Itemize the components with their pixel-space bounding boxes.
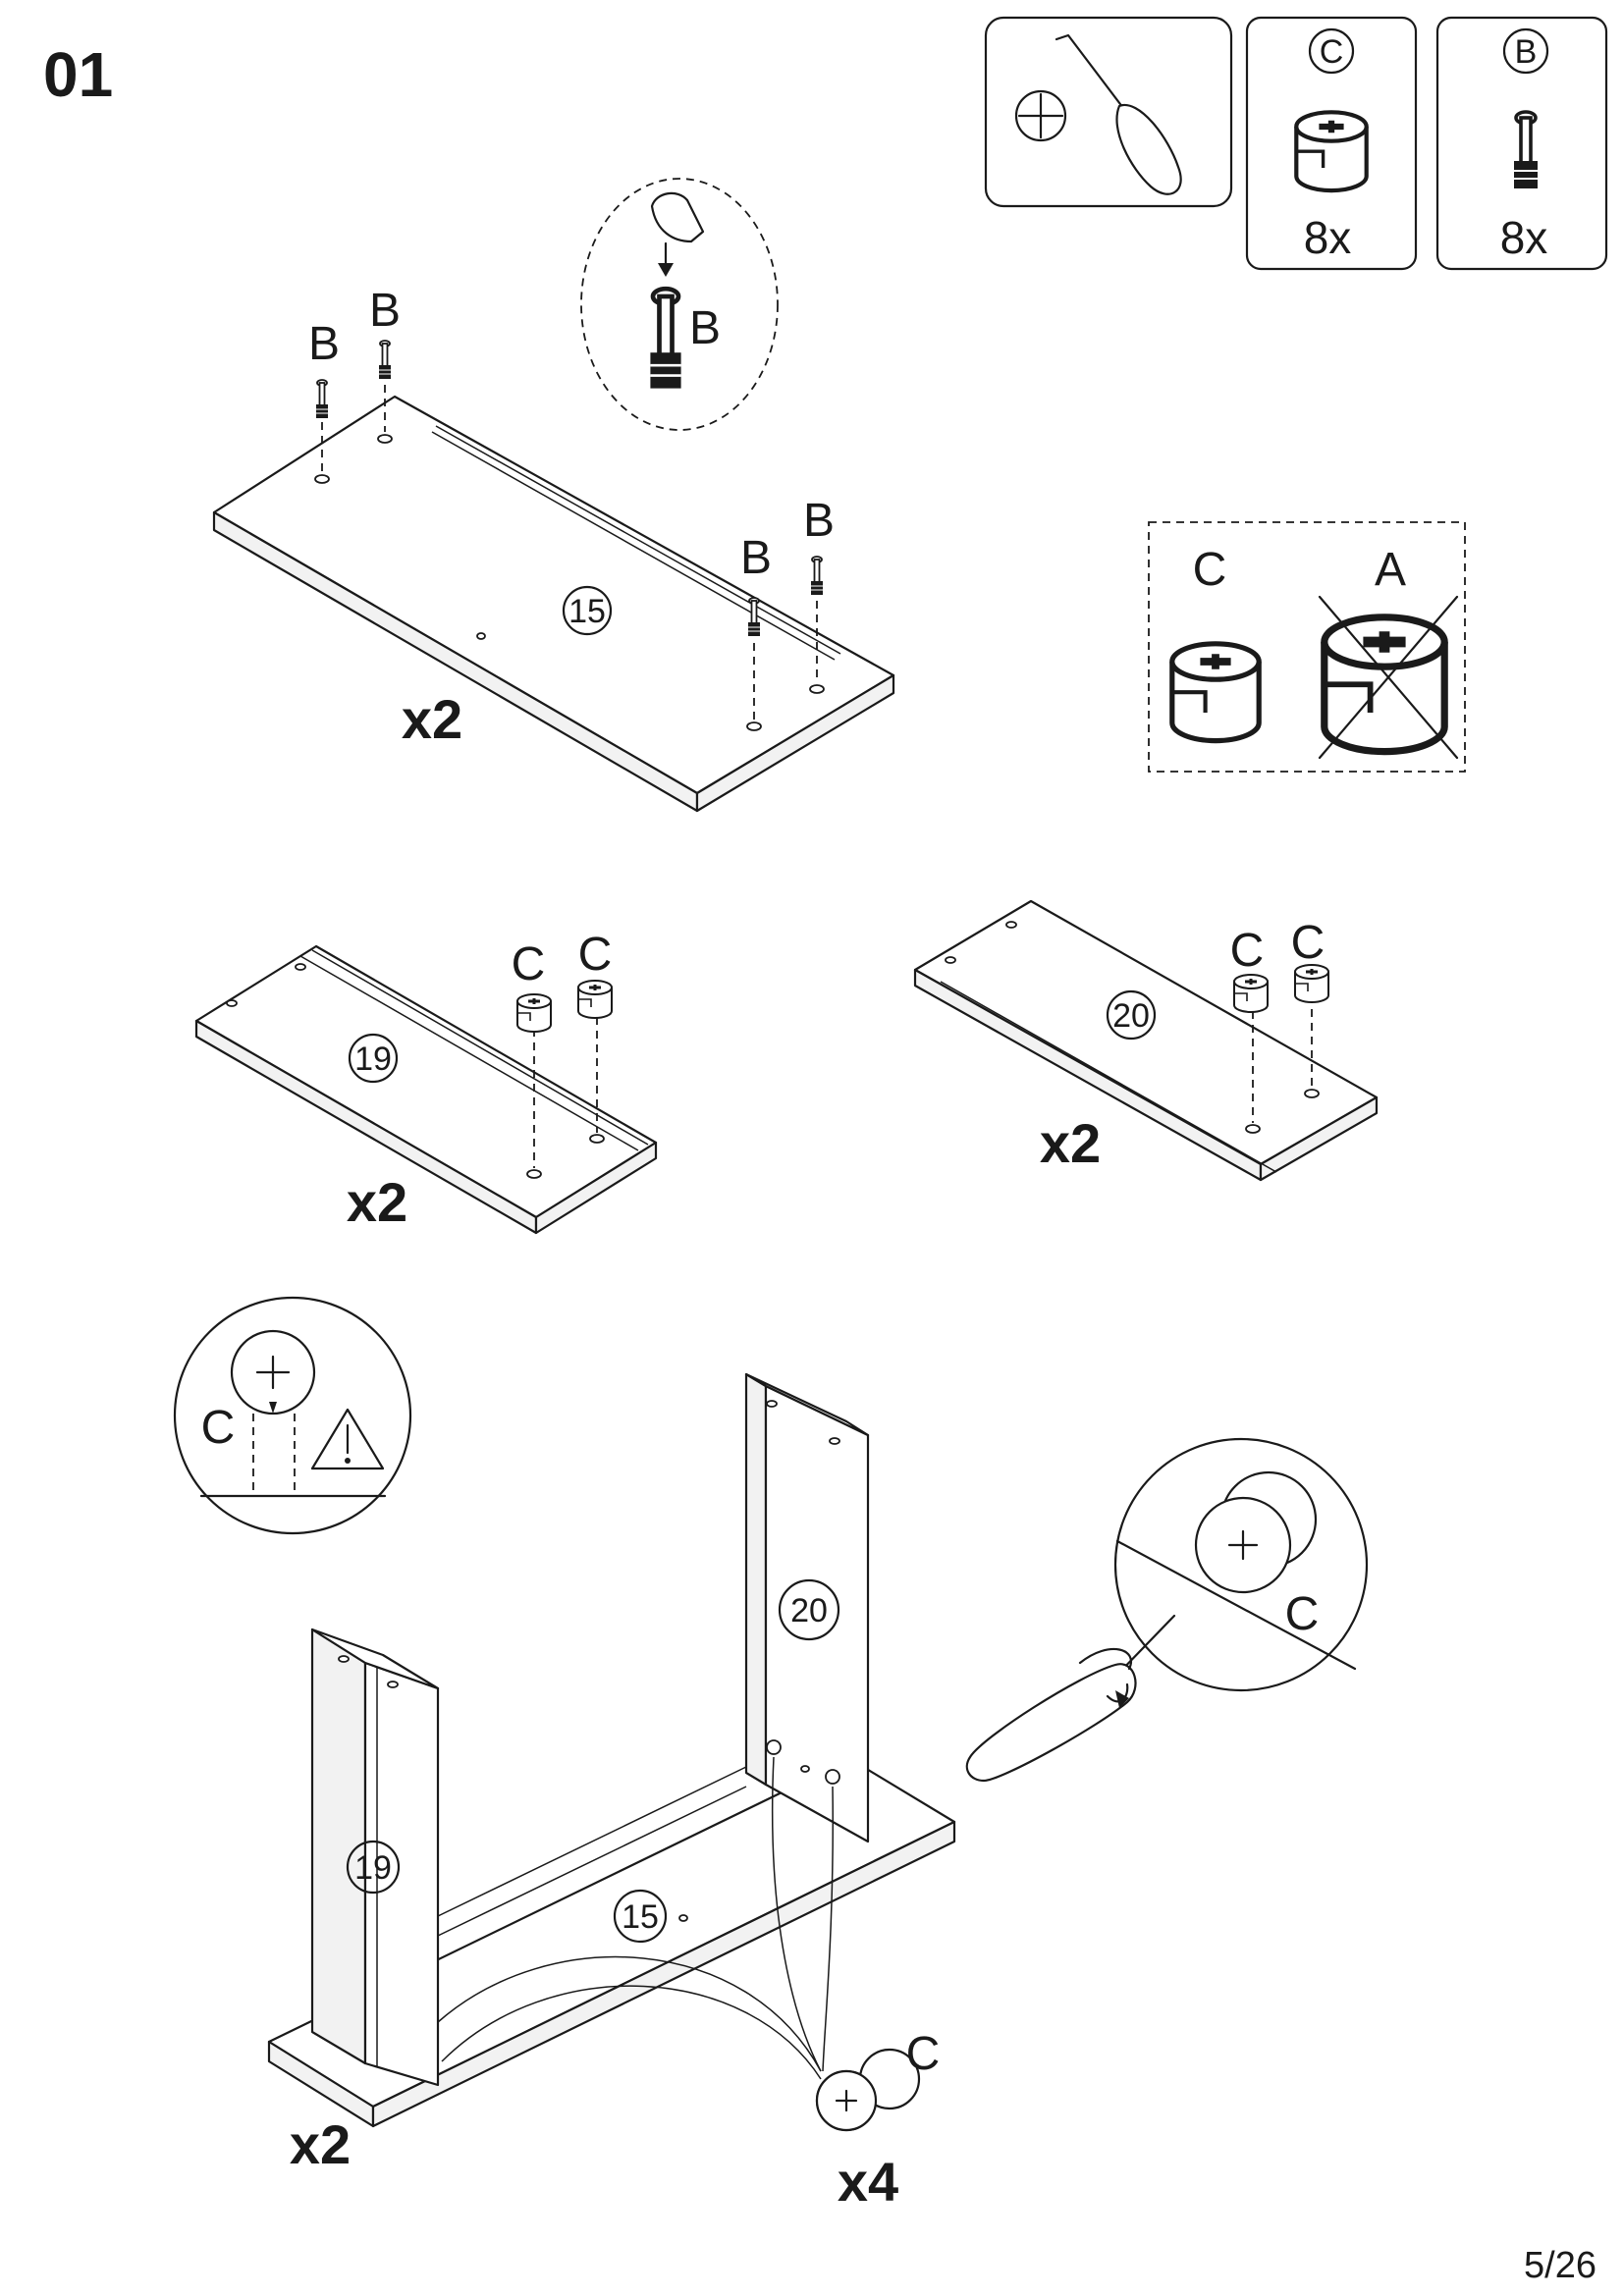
screwdriver-rotate-icon — [965, 1614, 1176, 1783]
cam-label-19a: C — [512, 938, 546, 990]
final-cam-icon — [815, 2048, 921, 2132]
warning-triangle-icon — [310, 1408, 385, 1470]
final-panel-15-number: 15 — [622, 1898, 659, 1936]
cam-orientation-detail: C — [173, 1296, 412, 1535]
detail-cam-label: C — [201, 1402, 236, 1454]
page-indicator: 5/26 — [1524, 2245, 1596, 2286]
cam-comparison-box: C A — [1148, 521, 1466, 773]
board-20-assembly: C C 20 x2 — [913, 899, 1379, 1182]
cam-lock-icon — [1296, 112, 1366, 190]
bolt-label-3: B — [740, 532, 772, 584]
bolt-insert-detail: B — [580, 178, 779, 431]
cross-out-mark — [1318, 595, 1459, 760]
panel-19-number: 19 — [354, 1041, 392, 1078]
wrong-cam-label: A — [1375, 544, 1406, 596]
board-19-assembly: C C 19 x2 — [194, 929, 658, 1235]
part-b-label: B — [1515, 33, 1538, 71]
board-15-quantity: x2 — [402, 688, 462, 750]
part-b-count: 8x — [1500, 212, 1548, 263]
board-15-assembly: B B B B 15 x2 — [212, 285, 895, 813]
cam-zoom-detail: C — [1113, 1437, 1369, 1692]
final-panel-20-number: 20 — [790, 1592, 828, 1629]
phillips-screwdriver-icon — [1014, 33, 1182, 195]
correct-cam-icon — [1172, 644, 1259, 741]
bolt-label-1: B — [308, 318, 340, 370]
cam-label-19b: C — [578, 929, 613, 981]
board-19-quantity: x2 — [347, 1171, 407, 1233]
cam-bolt-icon — [1512, 110, 1540, 190]
final-cam-count: x4 — [838, 2151, 898, 2213]
board-20-quantity: x2 — [1040, 1112, 1101, 1174]
arrow-down-icon — [658, 263, 674, 277]
final-assembly-quantity: x2 — [290, 2113, 351, 2175]
part-c-label: C — [1320, 33, 1344, 71]
panel-15-number: 15 — [568, 593, 606, 630]
cam-label-20b: C — [1291, 917, 1325, 969]
bolt-label-2: B — [369, 285, 401, 337]
zoom-cam-label: C — [1285, 1588, 1320, 1640]
part-c-count: 8x — [1304, 212, 1352, 263]
zoom-bolt-label: B — [689, 302, 721, 354]
tool-box-screwdriver — [984, 16, 1233, 208]
cam-label-20a: C — [1230, 925, 1265, 977]
bolt-label-4: B — [803, 495, 835, 547]
final-panel-19-number: 19 — [354, 1849, 392, 1887]
part-box-c: C 8x — [1245, 16, 1418, 271]
panel-20-number: 20 — [1112, 997, 1150, 1035]
finger-icon — [650, 191, 705, 243]
final-assembly: 19 20 15 C x4 x2 — [267, 1372, 956, 2213]
part-box-b: B 8x — [1435, 16, 1608, 271]
correct-cam-label: C — [1193, 544, 1227, 596]
final-cam-label: C — [906, 2028, 941, 2080]
step-number: 01 — [43, 39, 113, 110]
